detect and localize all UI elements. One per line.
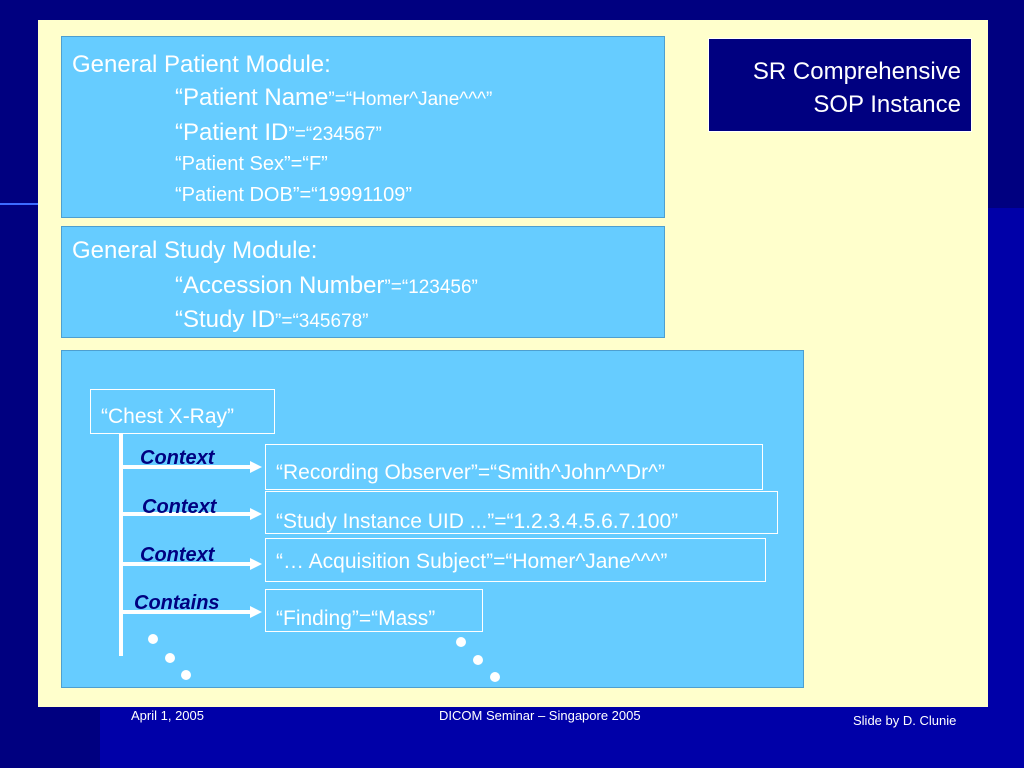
accession-number-attribute: “Accession Number”=“123456”: [175, 272, 478, 300]
sop-instance-line-1: SR Comprehensive: [752, 58, 961, 85]
attribute-value: ”=“345678”: [275, 311, 369, 332]
patient-dob-attribute: “Patient DOB”=“19991109”: [175, 184, 412, 207]
sop-instance-line-2: SOP Instance: [813, 91, 961, 118]
study-module-box: General Study Module: “Accession Number”…: [61, 226, 665, 338]
patient-sex-attribute: “Patient Sex”=“F”: [175, 153, 328, 176]
study-id-attribute: “Study ID”=“345678”: [175, 306, 369, 334]
patient-name-attribute: “Patient Name”=“Homer^Jane^^^”: [175, 84, 492, 112]
attribute-name: “Accession Number: [175, 272, 385, 299]
attribute-name: “Patient ID: [175, 119, 289, 146]
attribute-text: “Patient DOB”=“19991109”: [175, 184, 412, 206]
relationship-label-context: Context: [140, 544, 215, 566]
relationship-label-contains: Contains: [134, 592, 220, 614]
relationship-label-context: Context: [140, 447, 215, 469]
attribute-value: ”=“234567”: [288, 124, 382, 145]
background-accent-line: [0, 203, 40, 205]
sop-instance-box: SR Comprehensive SOP Instance: [708, 38, 972, 132]
footer-title: DICOM Seminar – Singapore 2005: [439, 708, 641, 723]
relationship-label-context: Context: [142, 496, 217, 518]
study-module-heading: General Study Module:: [72, 237, 318, 264]
attribute-text: “Patient Sex”=“F”: [175, 153, 328, 175]
child-node-acquisition-subject: “… Acquisition Subject”=“Homer^Jane^^^”: [265, 538, 766, 582]
attribute-name: “Patient Name: [175, 84, 329, 111]
root-node-chest-xray: “Chest X-Ray”: [90, 389, 275, 434]
footer-credit: Slide by D. Clunie: [853, 713, 957, 728]
patient-module-heading: General Patient Module:: [72, 51, 331, 78]
patient-id-attribute: “Patient ID”=“234567”: [175, 119, 382, 147]
attribute-value: ”=“123456”: [384, 277, 478, 298]
attribute-name: “Study ID: [175, 306, 276, 333]
child-node-finding: “Finding”=“Mass”: [265, 589, 483, 632]
child-node-study-instance-uid: “Study Instance UID ...”=“1.2.3.4.5.6.7.…: [265, 491, 778, 534]
attribute-value: ”=“Homer^Jane^^^”: [328, 89, 493, 110]
child-node-recording-observer: “Recording Observer”=“Smith^John^^Dr^”: [265, 444, 763, 490]
patient-module-box: General Patient Module: “Patient Name”=“…: [61, 36, 665, 218]
footer-date: April 1, 2005: [131, 708, 204, 723]
